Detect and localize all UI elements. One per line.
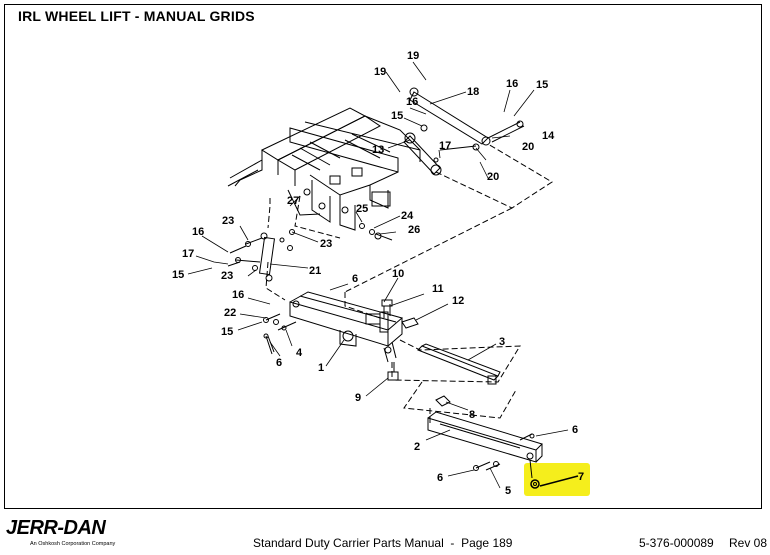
callout-22: 22 bbox=[224, 307, 236, 319]
callout-16c: 16 bbox=[192, 226, 204, 238]
callout-9: 9 bbox=[355, 392, 361, 404]
boom-link-18 bbox=[409, 91, 489, 145]
callout-23c: 23 bbox=[221, 270, 233, 282]
tube-3 bbox=[417, 345, 499, 381]
callout-19a: 19 bbox=[407, 50, 419, 62]
callout-16b: 16 bbox=[506, 78, 518, 90]
page-title: IRL WHEEL LIFT - MANUAL GRIDS bbox=[18, 8, 255, 24]
callout-15b: 15 bbox=[536, 79, 548, 91]
callout-3: 3 bbox=[499, 336, 505, 348]
callout-4: 4 bbox=[296, 347, 303, 359]
callout-23a: 23 bbox=[222, 215, 234, 227]
logo-subtitle: An Oshkosh Corporation Company bbox=[30, 541, 116, 547]
callout-20a: 20 bbox=[522, 141, 534, 153]
callout-20b: 20 bbox=[487, 171, 499, 183]
callout-2: 2 bbox=[414, 441, 420, 453]
callout-23b: 23 bbox=[320, 238, 332, 250]
document-number: 5-376-000089 bbox=[639, 536, 714, 550]
callout-16d: 16 bbox=[232, 289, 244, 301]
callout-11: 11 bbox=[432, 283, 444, 295]
cylinder-21 bbox=[258, 236, 276, 276]
callout-10: 10 bbox=[392, 268, 404, 280]
callout-18: 18 bbox=[467, 86, 479, 98]
exploded-parts-diagram: 19 19 18 16 15 16 15 14 17 13 20 20 27 2… bbox=[172, 50, 590, 497]
link-13 bbox=[403, 135, 441, 175]
callout-26: 26 bbox=[408, 224, 420, 236]
callout-8: 8 bbox=[469, 409, 475, 421]
callout-6b: 6 bbox=[276, 357, 282, 369]
callout-17b: 17 bbox=[182, 248, 194, 260]
callout-15a: 15 bbox=[391, 110, 403, 122]
callout-25: 25 bbox=[356, 203, 368, 215]
callout-7: 7 bbox=[578, 471, 584, 483]
page-border bbox=[4, 4, 762, 509]
wheel-arm-2 bbox=[427, 417, 537, 463]
callout-1: 1 bbox=[318, 362, 324, 374]
callout-27: 27 bbox=[287, 195, 299, 207]
revision-label: Rev 08 bbox=[729, 536, 768, 550]
callout-17a: 17 bbox=[439, 140, 451, 152]
callout-19b: 19 bbox=[374, 66, 386, 78]
jerr-dan-logo: JERR-DAN bbox=[6, 517, 106, 539]
callout-24: 24 bbox=[401, 210, 414, 222]
callout-13: 13 bbox=[372, 144, 384, 156]
callout-7-highlight bbox=[524, 463, 590, 496]
callout-6d: 6 bbox=[437, 472, 443, 484]
callout-16a: 16 bbox=[406, 96, 418, 108]
callout-15d: 15 bbox=[221, 326, 233, 338]
manual-page-label: Standard Duty Carrier Parts Manual - Pag… bbox=[253, 536, 513, 550]
callout-6c: 6 bbox=[572, 424, 578, 436]
callout-5: 5 bbox=[505, 485, 511, 497]
frame-rail-lower bbox=[276, 115, 381, 171]
callout-15c: 15 bbox=[172, 269, 184, 281]
callout-12: 12 bbox=[452, 295, 464, 307]
callout-6a: 6 bbox=[352, 273, 358, 285]
callout-21: 21 bbox=[309, 265, 321, 277]
callout-14: 14 bbox=[542, 130, 555, 142]
frame-rail-upper bbox=[260, 107, 367, 161]
